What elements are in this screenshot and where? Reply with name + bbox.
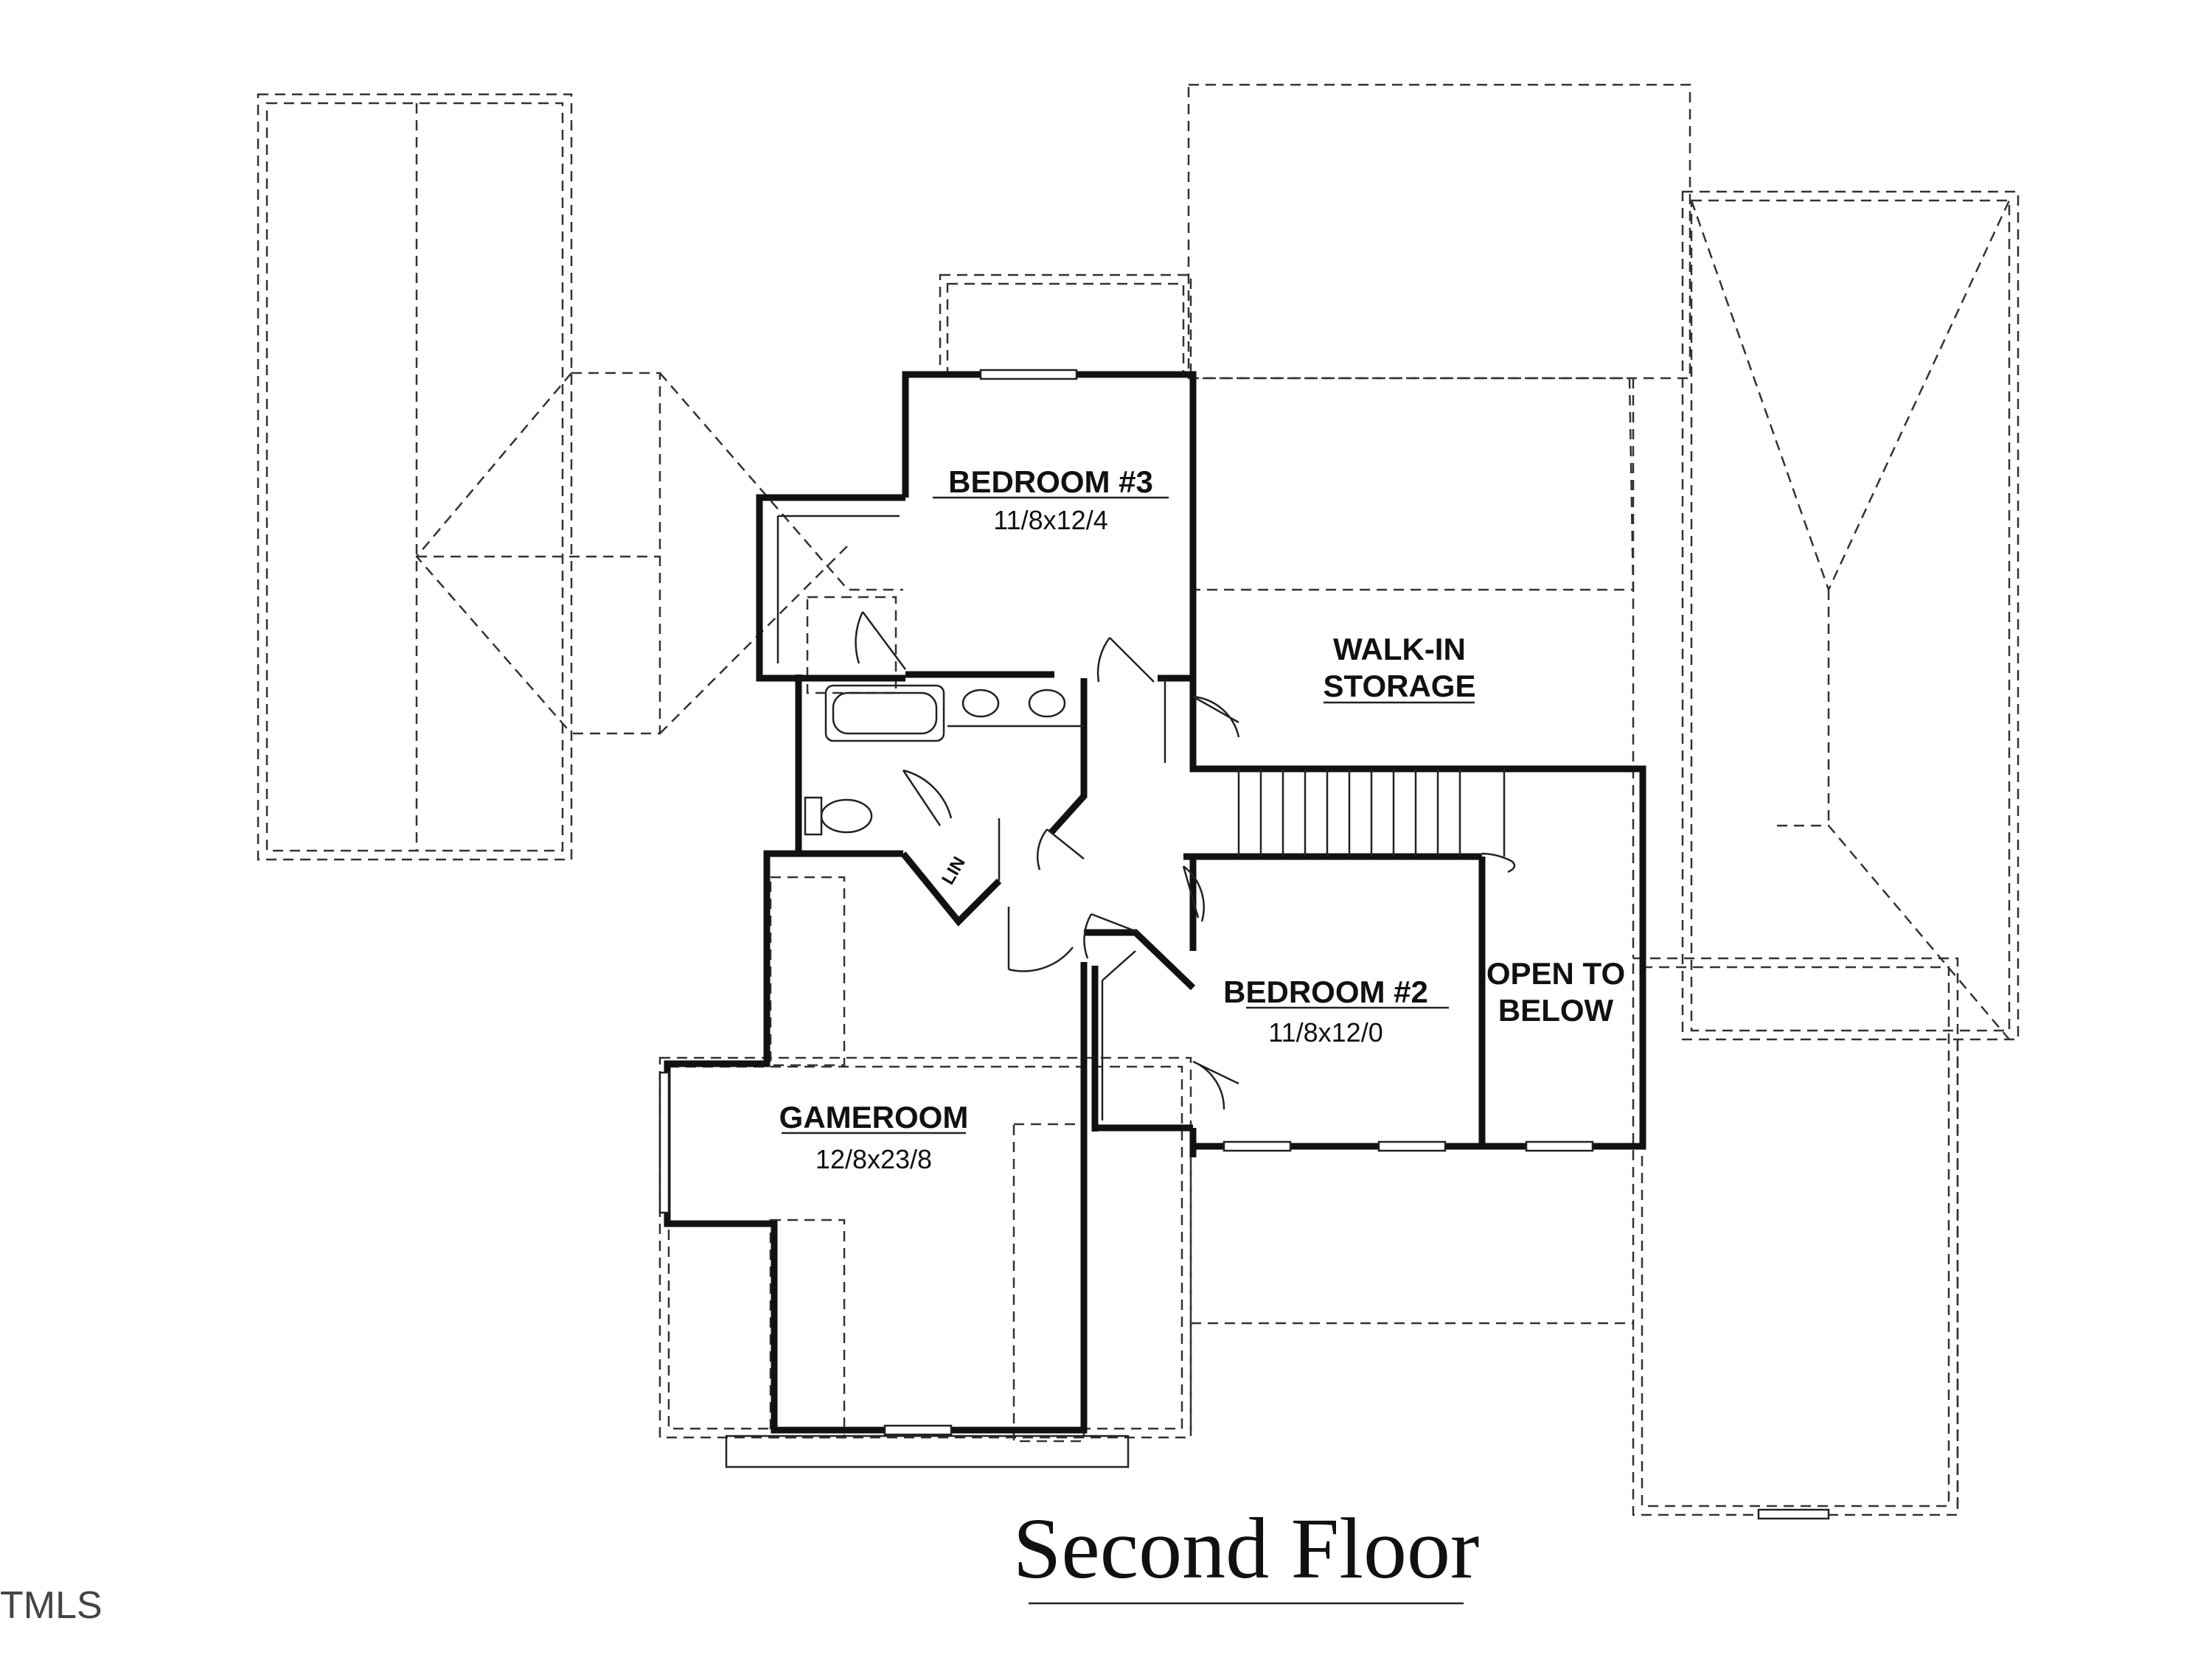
bedroom2-name: BEDROOM #2 [1223,975,1428,1009]
toilet [804,796,873,836]
linen-closet-label: LIN [938,854,970,888]
walkin-label-line2: STORAGE [1324,669,1476,703]
fixtures [776,515,1516,1120]
open-to-below-line1: OPEN TO [1486,956,1625,991]
doors [855,611,1240,1110]
vanity-sinks [947,689,1084,728]
gameroom-dims: 12/8x23/8 [815,1144,932,1174]
bedroom2-dims: 11/8x12/0 [1268,1017,1382,1048]
gameroom-name: GAMEROOM [779,1100,969,1134]
bedroom3-dims: 11/8x12/4 [993,505,1107,535]
stairs [1237,769,1516,874]
bedroom3-name: BEDROOM #3 [948,464,1153,499]
watermark: TMLS [0,1584,102,1627]
windows [658,369,1830,1520]
walkin-label-line1: WALK-IN [1333,632,1466,666]
roof-outlines [257,83,2020,1516]
bathtub [824,684,945,742]
walls [664,371,1646,1434]
open-to-below-line2: BELOW [1498,993,1614,1028]
floor-title: Second Floor [1013,1500,1480,1597]
